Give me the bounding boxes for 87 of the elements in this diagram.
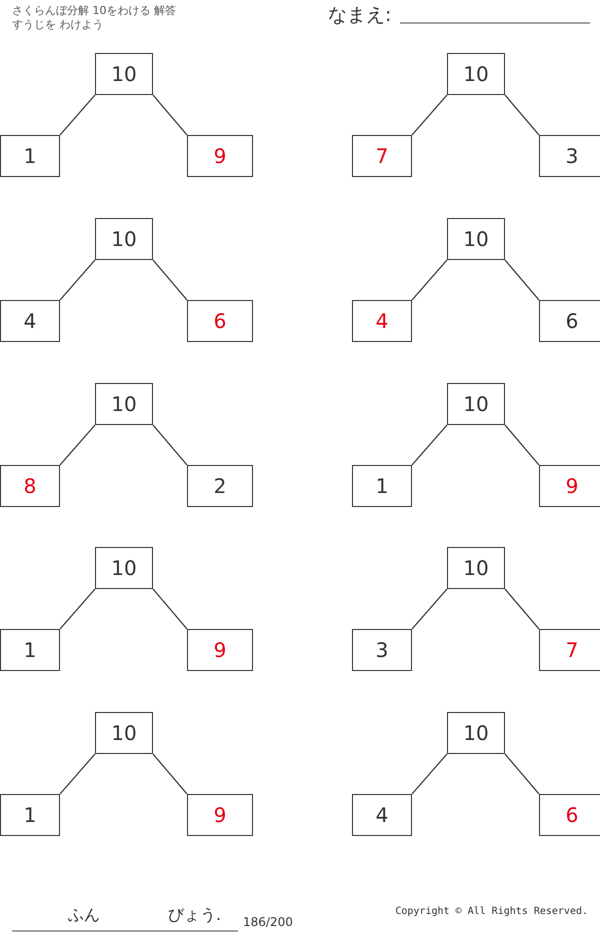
answer-box [187, 794, 253, 836]
connector-line [504, 424, 540, 466]
number: 10 [463, 556, 489, 580]
number: 10 [463, 721, 489, 745]
copyright-notice: Copyright © All Rights Reserved. [395, 906, 588, 917]
answer-box [539, 300, 600, 342]
connector-line [504, 94, 540, 136]
answer-box [539, 135, 600, 177]
worksheet-title: さくらんぼ分解 10をわける 解答 [12, 3, 176, 18]
connector-line [152, 754, 188, 794]
answer-box [187, 300, 253, 342]
total-box [447, 218, 505, 260]
number: 10 [463, 227, 489, 251]
total-box [447, 53, 505, 95]
answer-box [187, 629, 253, 671]
answer-box [0, 629, 60, 671]
connector-line [152, 588, 188, 630]
total-box [447, 547, 505, 589]
total-box [95, 53, 153, 95]
number: 10 [111, 556, 137, 580]
answer-box [539, 629, 600, 671]
answer-box [352, 629, 412, 671]
connector-line [412, 94, 448, 136]
number: 10 [463, 62, 489, 86]
connector-line [152, 260, 188, 300]
number: 9 [214, 803, 226, 827]
connector-line [412, 588, 448, 630]
answer-box [352, 465, 412, 507]
connector-line [504, 754, 540, 794]
connector-line [504, 260, 540, 300]
connector-line [60, 94, 96, 136]
name-label: なまえ: [328, 3, 392, 28]
answer-box [0, 300, 60, 342]
number: 10 [111, 721, 137, 745]
number: 7 [376, 144, 388, 168]
connector-line [412, 424, 448, 466]
seconds-label: びょう. [168, 905, 222, 926]
number: 10 [463, 392, 489, 416]
answer-box [0, 135, 60, 177]
connector-line [152, 94, 188, 136]
answer-box [0, 465, 60, 507]
connector-line [60, 588, 96, 630]
answer-box [352, 135, 412, 177]
number: 9 [214, 638, 226, 662]
answer-box [0, 794, 60, 836]
number: 9 [214, 144, 226, 168]
total-box [95, 383, 153, 425]
total-box [95, 218, 153, 260]
connector-line [504, 588, 540, 630]
connector-line [412, 260, 448, 300]
answer-box [352, 300, 412, 342]
connector-line [60, 424, 96, 466]
number: 10 [111, 227, 137, 251]
number: 9 [566, 474, 578, 498]
number: 4 [376, 803, 388, 827]
total-box [447, 383, 505, 425]
number: 3 [566, 144, 578, 168]
number: 4 [24, 309, 36, 333]
number: 1 [24, 803, 36, 827]
total-box [95, 547, 153, 589]
number: 10 [111, 392, 137, 416]
number: 6 [566, 309, 578, 333]
number: 1 [376, 474, 388, 498]
page-number: 186/200 [243, 915, 293, 929]
connector-line [412, 754, 448, 794]
number: 1 [24, 638, 36, 662]
connector-line [60, 260, 96, 300]
number: 6 [566, 803, 578, 827]
number: 3 [376, 638, 388, 662]
answer-box [187, 135, 253, 177]
number: 4 [376, 309, 388, 333]
total-box [95, 712, 153, 754]
number: 7 [566, 638, 578, 662]
answer-box [539, 794, 600, 836]
connector-line [60, 754, 96, 794]
number: 1 [24, 144, 36, 168]
number: 6 [214, 309, 226, 333]
answer-box [352, 794, 412, 836]
connector-line [152, 424, 188, 466]
answer-box [539, 465, 600, 507]
number: 8 [24, 474, 36, 498]
subtitle: すうじを わけよう [12, 17, 104, 32]
answer-box [187, 465, 253, 507]
minutes-label: ふん [68, 905, 100, 926]
number: 2 [214, 474, 226, 498]
total-box [447, 712, 505, 754]
number: 10 [111, 62, 137, 86]
